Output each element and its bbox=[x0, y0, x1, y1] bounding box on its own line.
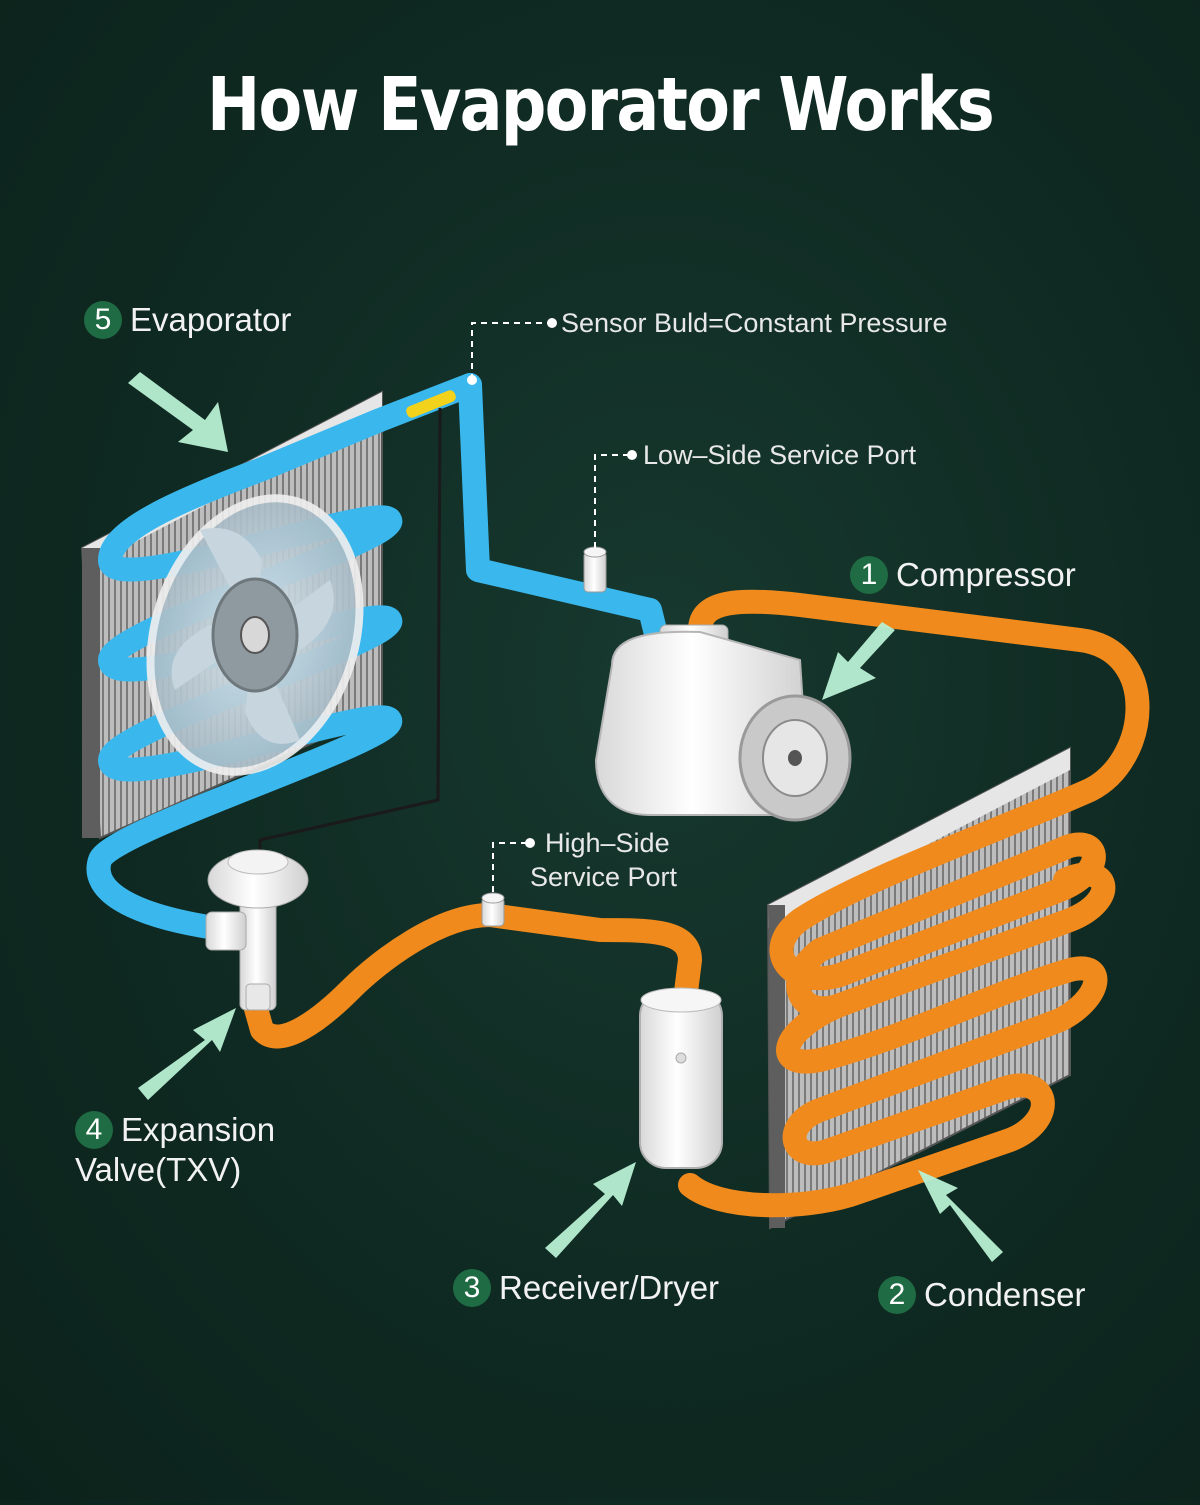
pointer-arrows bbox=[128, 372, 1003, 1262]
fan bbox=[146, 494, 364, 776]
badge-1: 1 bbox=[850, 556, 888, 594]
liquid-line bbox=[243, 903, 702, 1049]
high-side-port-callout-line1: High–Side bbox=[545, 828, 670, 858]
condenser-coil bbox=[678, 589, 1150, 1218]
label-compressor: 1 Compressor bbox=[850, 555, 1076, 595]
label-evaporator: 5 Evaporator bbox=[84, 300, 291, 340]
leader-lines bbox=[471, 322, 632, 892]
leader-dots bbox=[467, 318, 637, 848]
suction-line bbox=[458, 373, 672, 662]
evaporator-label: Evaporator bbox=[130, 301, 292, 338]
label-condenser: 2 Condenser bbox=[878, 1275, 1085, 1315]
compressor-label: Compressor bbox=[896, 556, 1076, 593]
condenser-label: Condenser bbox=[924, 1276, 1086, 1313]
receiver-arrow bbox=[545, 1162, 636, 1258]
badge-4: 4 bbox=[75, 1111, 113, 1149]
expansion-valve bbox=[205, 849, 309, 1011]
low-port-leader bbox=[594, 454, 632, 548]
badge-5: 5 bbox=[84, 301, 122, 339]
sensor-bulb bbox=[406, 390, 456, 418]
compressor bbox=[594, 624, 852, 822]
high-port-leader bbox=[492, 842, 530, 892]
high-side-service-port bbox=[481, 892, 505, 927]
expansion-valve-arrow bbox=[138, 1008, 236, 1100]
low-side-port-callout: Low–Side Service Port bbox=[643, 440, 917, 470]
receiver-dryer bbox=[639, 987, 723, 1169]
expansion-valve-label: Expansion Valve(TXV) bbox=[75, 1110, 276, 1190]
label-receiver-dryer: 3 Receiver/Dryer bbox=[453, 1268, 719, 1308]
page-title: How Evaporator Works bbox=[207, 62, 995, 148]
evaporator-arrow bbox=[128, 372, 228, 452]
sensor-bulb-callout: Sensor Buld=Constant Pressure bbox=[561, 308, 948, 338]
badge-2: 2 bbox=[878, 1276, 916, 1314]
sensor-leader bbox=[471, 322, 552, 380]
label-expansion-valve: 4 Expansion Valve(TXV) bbox=[75, 1110, 275, 1190]
high-side-port-callout-line2: Service Port bbox=[530, 862, 678, 892]
condenser-arrow bbox=[918, 1170, 1003, 1262]
expansion-valve-line1: Expansion bbox=[121, 1111, 276, 1148]
compressor-arrow bbox=[822, 622, 895, 700]
expansion-valve-line2: Valve(TXV) bbox=[75, 1151, 242, 1188]
low-side-service-port bbox=[583, 546, 607, 593]
badge-3: 3 bbox=[453, 1269, 491, 1307]
receiver-dryer-label: Receiver/Dryer bbox=[499, 1269, 720, 1306]
